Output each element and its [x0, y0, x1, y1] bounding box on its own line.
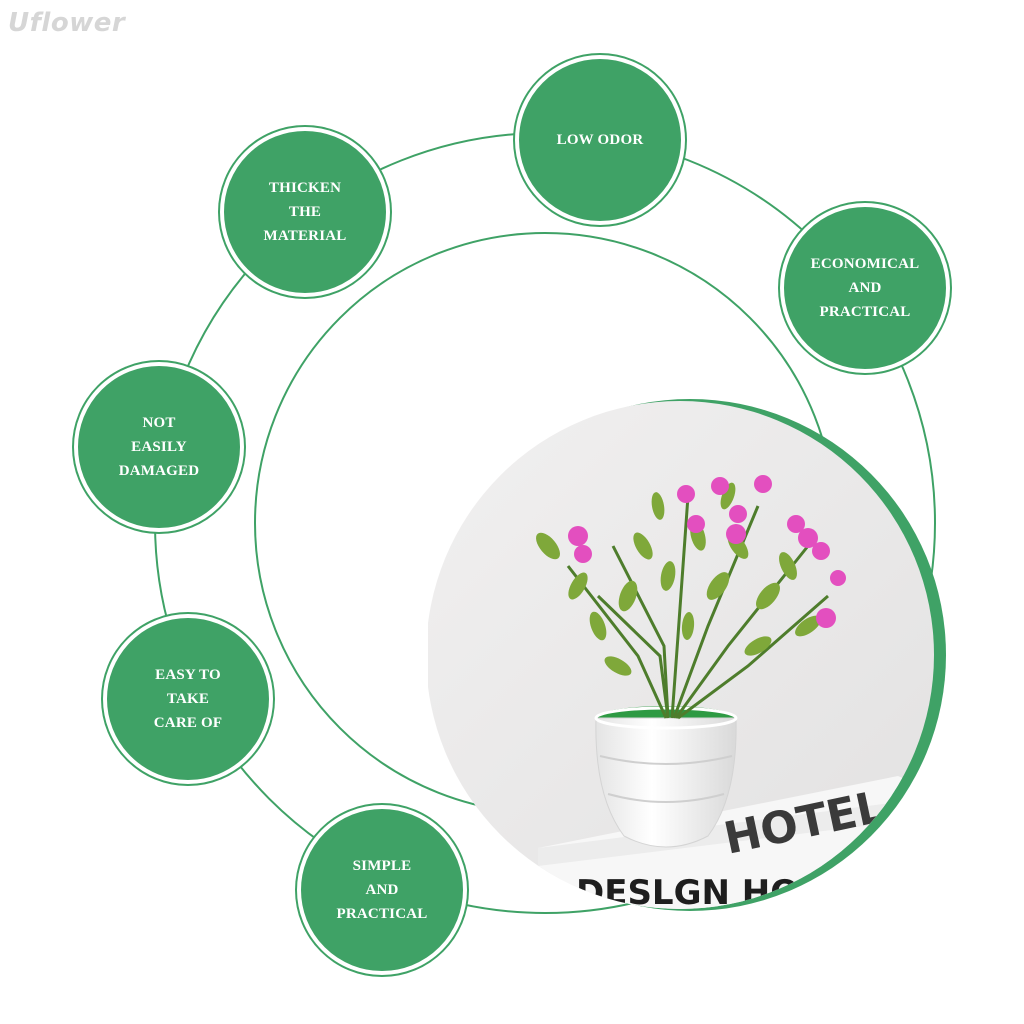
- feature-thicken-the-material: THICKEN THE MATERIAL: [220, 127, 390, 297]
- feature-label: LOW ODOR: [556, 132, 644, 148]
- feature-label: EASY TO TAKE CARE OF: [153, 667, 223, 731]
- feature-label: NOT EASILY DAMAGED: [118, 415, 200, 479]
- brand-watermark: Uflower: [8, 8, 126, 38]
- flower-pot: [594, 706, 738, 848]
- plant-stems: [566, 495, 829, 720]
- plant-leaves: [536, 482, 821, 676]
- product-photo-image: HOTEL DESLGN HOTEL: [428, 399, 946, 911]
- feature-label: THICKEN THE MATERIAL: [263, 180, 347, 244]
- feature-low-odor: LOW ODOR: [515, 55, 685, 225]
- feature-label: ECONOMICAL AND PRACTICAL: [810, 256, 920, 320]
- feature-simple-and-practical: SIMPLE AND PRACTICAL: [297, 805, 467, 975]
- pink-flowers: [568, 475, 846, 628]
- feature-label: SIMPLE AND PRACTICAL: [336, 858, 428, 922]
- product-photo: HOTEL DESLGN HOTEL: [428, 396, 946, 914]
- feature-easy-to-take-care-of: EASY TO TAKE CARE OF: [103, 614, 273, 784]
- feature-economical-and-practical: ECONOMICAL AND PRACTICAL: [780, 203, 950, 373]
- feature-not-easily-damaged: NOT EASILY DAMAGED: [74, 362, 244, 532]
